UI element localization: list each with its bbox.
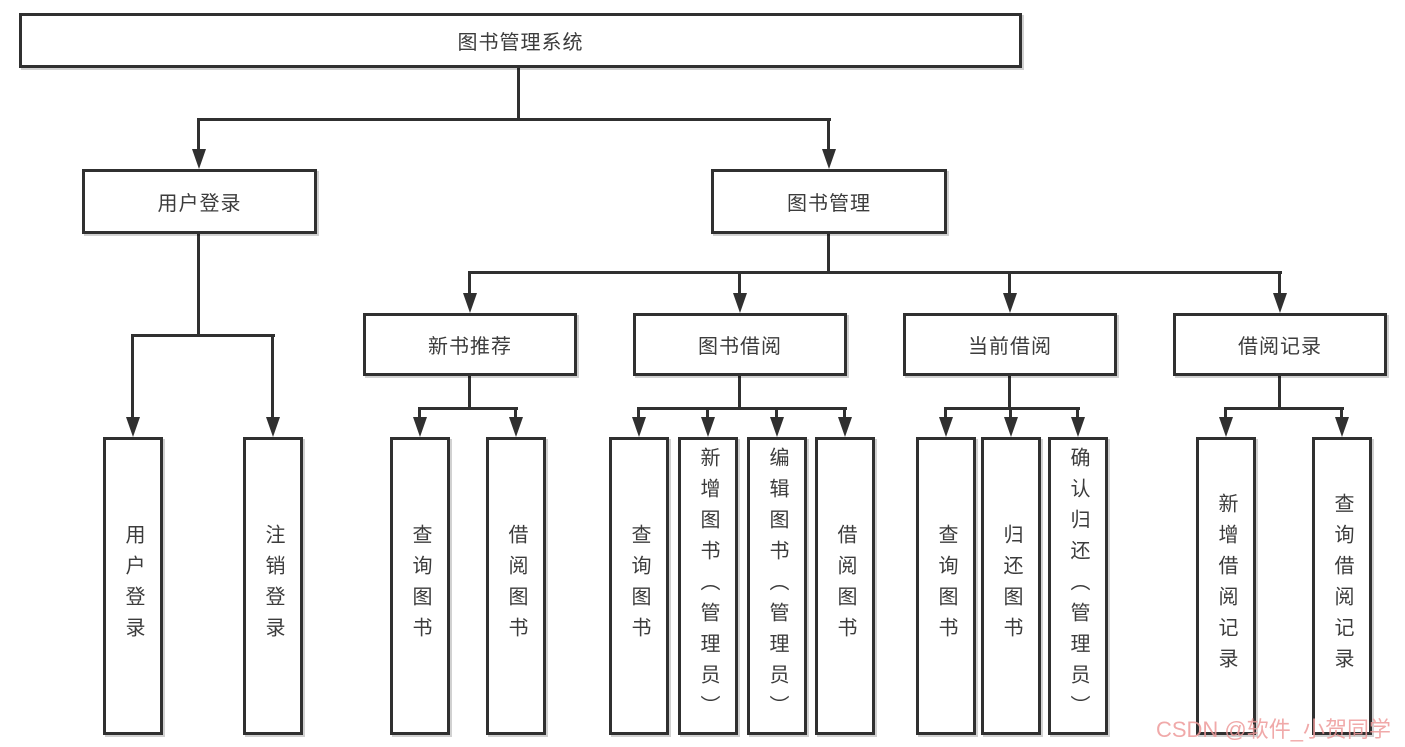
connector-line [1009, 407, 1012, 419]
leaf-query-borrow-record-label: 查询借阅记录 [1331, 493, 1353, 679]
node-new-book-recommend: 新书推荐 [363, 313, 577, 376]
arrow-down-icon [822, 149, 836, 169]
leaf-query-books-3: 查询图书 [916, 437, 976, 735]
leaf-logout: 注销登录 [243, 437, 303, 735]
arrow-down-icon [413, 417, 427, 437]
connector-line [1008, 271, 1011, 295]
leaf-query-books-1: 查询图书 [390, 437, 450, 735]
leaf-borrow-books-1: 借阅图书 [486, 437, 546, 735]
watermark: CSDN @软件_小贺同学 [1155, 717, 1391, 742]
arrow-down-icon [939, 417, 953, 437]
connector-line [738, 271, 741, 295]
leaf-query-borrow-record: 查询借阅记录 [1312, 437, 1372, 735]
node-borrow-records-label: 借阅记录 [1238, 336, 1322, 358]
node-root-system: 图书管理系统 [19, 13, 1022, 68]
leaf-edit-books-admin: 编辑图书（管理员） [747, 437, 807, 735]
connector-line [1224, 407, 1227, 419]
arrow-down-icon [701, 417, 715, 437]
connector-line [271, 334, 274, 419]
leaf-add-books-admin-label: 新增图书（管理员） [697, 446, 719, 726]
node-user-login: 用户登录 [82, 169, 317, 234]
connector-line [197, 118, 831, 121]
connector-line [132, 334, 275, 337]
node-new-book-recommend-label: 新书推荐 [428, 336, 512, 358]
arrow-down-icon [126, 417, 140, 437]
connector-line [637, 407, 640, 419]
connector-line [131, 334, 134, 419]
connector-line [197, 118, 200, 151]
connector-line [637, 407, 847, 410]
connector-line [1076, 407, 1079, 419]
node-current-borrow-label: 当前借阅 [968, 336, 1052, 358]
arrow-down-icon [1273, 293, 1287, 313]
connector-line [517, 68, 520, 121]
leaf-add-borrow-record-label: 新增借阅记录 [1215, 493, 1237, 679]
connector-line [1340, 407, 1343, 419]
connector-line [418, 407, 518, 410]
arrow-down-icon [1071, 417, 1085, 437]
arrow-down-icon [266, 417, 280, 437]
connector-line [197, 234, 200, 337]
connector-line [944, 407, 947, 419]
node-current-borrow: 当前借阅 [903, 313, 1117, 376]
connector-line [468, 271, 1282, 274]
connector-line [706, 407, 709, 419]
connector-line [843, 407, 846, 419]
node-book-management-label: 图书管理 [787, 193, 871, 215]
connector-line [827, 234, 830, 274]
arrow-down-icon [509, 417, 523, 437]
arrow-down-icon [1335, 417, 1349, 437]
connector-line [468, 271, 471, 295]
leaf-add-borrow-record: 新增借阅记录 [1196, 437, 1256, 735]
connector-line [738, 376, 741, 409]
leaf-confirm-return-admin: 确认归还（管理员） [1048, 437, 1108, 735]
node-root-label: 图书管理系统 [457, 32, 584, 54]
node-book-management: 图书管理 [711, 169, 947, 234]
arrow-down-icon [838, 417, 852, 437]
arrow-down-icon [1003, 293, 1017, 313]
connector-line [944, 407, 1080, 410]
arrow-down-icon [192, 149, 206, 169]
node-book-borrow-label: 图书借阅 [698, 336, 782, 358]
node-user-login-label: 用户登录 [157, 193, 242, 215]
leaf-return-books: 归还图书 [981, 437, 1041, 735]
connector-line [827, 118, 830, 151]
leaf-logout-label: 注销登录 [262, 524, 284, 648]
connector-line [1278, 376, 1281, 409]
leaf-query-books-2: 查询图书 [609, 437, 669, 735]
leaf-return-books-label: 归还图书 [1000, 524, 1022, 648]
arrow-down-icon [1219, 417, 1233, 437]
node-book-borrow: 图书借阅 [633, 313, 847, 376]
leaf-user-login: 用户登录 [103, 437, 163, 735]
leaf-user-login-label: 用户登录 [122, 524, 144, 648]
connector-line [775, 407, 778, 419]
leaf-borrow-books-1-label: 借阅图书 [505, 524, 527, 648]
connector-line [468, 376, 471, 409]
connector-line [514, 407, 517, 419]
leaf-borrow-books-2: 借阅图书 [815, 437, 875, 735]
leaf-query-books-1-label: 查询图书 [409, 524, 431, 648]
connector-line [418, 407, 421, 419]
leaf-confirm-return-admin-label: 确认归还（管理员） [1067, 446, 1089, 726]
leaf-query-books-2-label: 查询图书 [628, 524, 650, 648]
connector-line [1278, 271, 1281, 295]
arrow-down-icon [632, 417, 646, 437]
arrow-down-icon [733, 293, 747, 313]
leaf-query-books-3-label: 查询图书 [935, 524, 957, 648]
leaf-borrow-books-2-label: 借阅图书 [834, 524, 856, 648]
arrow-down-icon [1004, 417, 1018, 437]
leaf-add-books-admin: 新增图书（管理员） [678, 437, 738, 735]
arrow-down-icon [770, 417, 784, 437]
node-borrow-records: 借阅记录 [1173, 313, 1387, 376]
connector-line [1224, 407, 1344, 410]
arrow-down-icon [463, 293, 477, 313]
leaf-edit-books-admin-label: 编辑图书（管理员） [766, 446, 788, 726]
connector-line [1008, 376, 1011, 409]
